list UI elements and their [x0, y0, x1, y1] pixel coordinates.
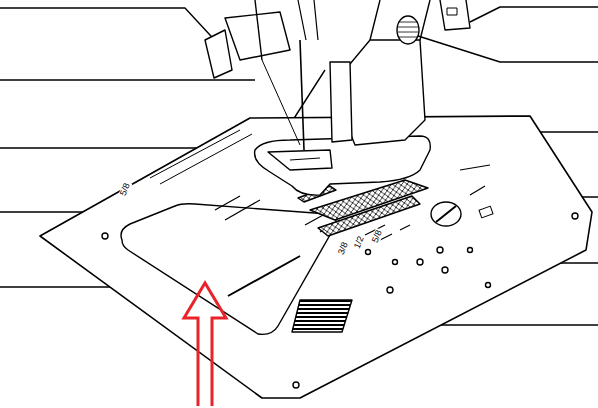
needle-plate-illustration — [0, 0, 598, 408]
stage: 5/83/81/25/8 — [0, 0, 598, 408]
